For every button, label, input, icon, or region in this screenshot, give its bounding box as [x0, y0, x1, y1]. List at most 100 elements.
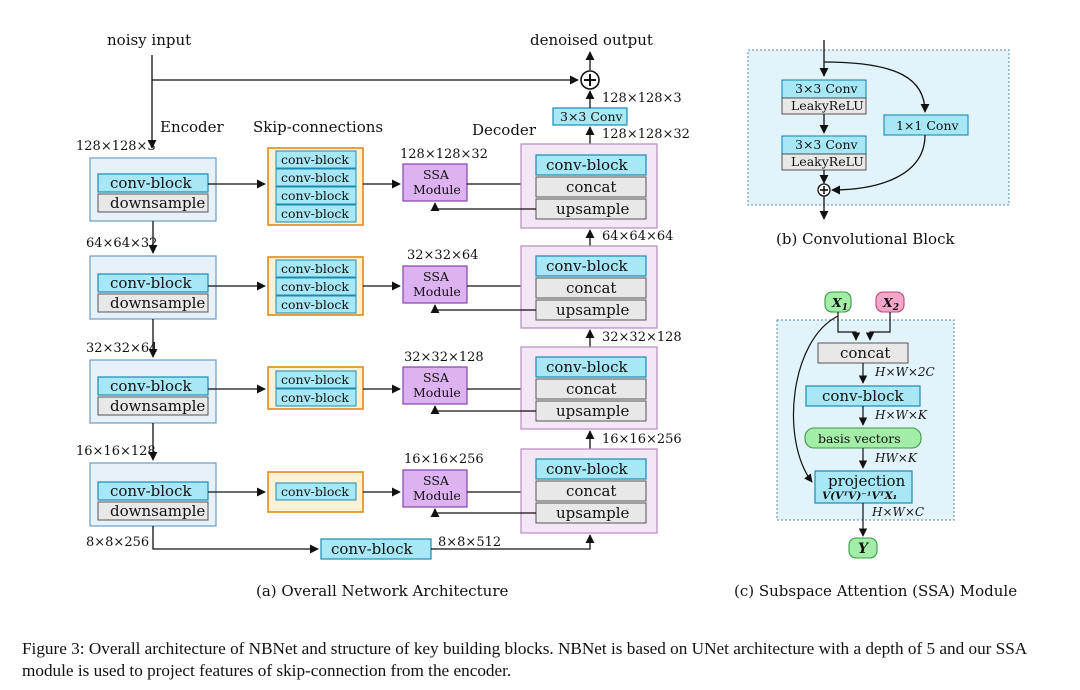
ssa-x2-label: X2 — [882, 295, 899, 313]
level-3: conv-block downsample conv-block conv-bl… — [89, 329, 682, 461]
panel-a-network-architecture: noisy input denoised output Encoder Skip… — [76, 31, 690, 600]
dec4-feedback-arrow — [430, 508, 536, 518]
ssa-module-4 — [402, 469, 468, 508]
ssa-x2-to-concat — [865, 312, 891, 341]
enc4-downsample-label: downsample — [110, 502, 205, 520]
dim-ssa1: 128×128×32 — [400, 147, 488, 162]
skip3-block-b — [275, 388, 357, 407]
ssa-module-3 — [402, 366, 468, 405]
ssa2-line1: SSA — [423, 269, 450, 284]
caption-b: (b) Convolutional Block — [776, 230, 955, 248]
dim-bottleneck-out: 8×8×512 — [438, 535, 501, 550]
enc1-downsample-label: downsample — [110, 194, 205, 212]
skip1-block-b — [275, 168, 357, 187]
ssa-basis-label: basis vectors — [818, 431, 901, 446]
ssa-x1-skip-to-projection — [792, 315, 839, 483]
dec2-upsample-label: upsample — [556, 301, 630, 319]
skip1-block-c — [275, 186, 357, 205]
skip1-label-a: conv-block — [281, 152, 349, 167]
dec4-conv-label: conv-block — [546, 460, 628, 478]
ssa-x1-label: X1 — [831, 295, 848, 313]
encoder-label: Encoder — [160, 118, 225, 136]
enc4-downsample — [97, 501, 209, 521]
dec1-conv-block — [535, 154, 647, 176]
dec2-feedback-arrow — [430, 304, 536, 314]
enc3-conv-label: conv-block — [110, 377, 192, 395]
figure-caption: Figure 3: Overall architecture of NBNet … — [22, 639, 1027, 680]
cb-branch-arrow — [823, 61, 930, 113]
ssa4-line2: Module — [413, 488, 461, 503]
dec3-concat — [535, 378, 647, 400]
skip1-label-c: conv-block — [281, 188, 349, 203]
dim-dec-out3: 32×32×128 — [602, 330, 682, 345]
dec1-conv-label: conv-block — [546, 156, 628, 174]
ssa-formula: V(VᵀV)⁻¹VᵀX₁ — [822, 490, 897, 502]
ssa-y-label: Y — [858, 541, 870, 557]
skip4-label-a: conv-block — [281, 484, 349, 499]
dec1-feedback-arrow — [430, 202, 536, 212]
skip1-block-a — [275, 150, 357, 169]
bottleneck-in-arrow — [152, 526, 319, 554]
cb-branch-merge-arrow — [831, 134, 926, 195]
conv-block-panel-bg — [747, 49, 1010, 206]
dim-in: 128×128×3 — [76, 139, 156, 154]
dec4-concat — [535, 480, 647, 502]
ssa-projection-label: projection — [828, 472, 906, 490]
bottleneck: conv-block 8×8×512 — [152, 526, 595, 560]
ssa-dim4: H×W×C — [871, 505, 924, 519]
panel-c-ssa-module: X1 X2 concat H×W×2C conv-block H×W×K bas… — [734, 291, 1017, 600]
cb-conv1x1 — [883, 114, 969, 136]
dec1-concat — [535, 176, 647, 198]
dec3-concat-label: concat — [566, 380, 616, 398]
caption-a: (a) Overall Network Architecture — [256, 582, 508, 600]
ssa1-line2: Module — [413, 182, 461, 197]
ssa-dim1: H×W×2C — [874, 365, 935, 379]
dim-ssa2: 32×32×64 — [407, 248, 478, 263]
cb-leaky-1-label: LeakyReLU — [791, 98, 864, 113]
skip2-label-c: conv-block — [281, 297, 349, 312]
final-conv-label: 3×3 Conv — [560, 109, 623, 124]
ssa3-line1: SSA — [423, 370, 450, 385]
enc4-conv-block — [97, 481, 209, 501]
dim-dec-out4: 16×16×256 — [602, 432, 682, 447]
dim-final: 128×128×3 — [602, 91, 682, 106]
enc3-downsample — [97, 396, 209, 416]
caption-c: (c) Subspace Attention (SSA) Module — [734, 582, 1017, 600]
dim-enc3: 16×16×128 — [76, 444, 156, 459]
ssa2-line2: Module — [413, 284, 461, 299]
skip3-block-a — [275, 370, 357, 389]
dec1-upsample-label: upsample — [556, 200, 630, 218]
dec2-concat-label: concat — [566, 279, 616, 297]
ssa4-line1: SSA — [423, 473, 450, 488]
enc4-conv-label: conv-block — [110, 482, 192, 500]
enc1-conv-label: conv-block — [110, 174, 192, 192]
dec3-feedback-arrow — [430, 405, 536, 415]
cb-conv3x3-1-label: 3×3 Conv — [795, 81, 858, 96]
enc3-conv-block — [97, 376, 209, 396]
panel-b-conv-block: 3×3 Conv LeakyReLU 3×3 Conv LeakyReLU 1×… — [747, 40, 1010, 248]
ssa-conv-label: conv-block — [822, 387, 904, 405]
ssa-module-2 — [402, 265, 468, 304]
cb-leaky-2-label: LeakyReLU — [791, 154, 864, 169]
skip2-label-a: conv-block — [281, 261, 349, 276]
enc2-downsample-label: downsample — [110, 294, 205, 312]
ssa-module-1 — [402, 163, 468, 202]
enc2-conv-block — [97, 273, 209, 293]
level-1: conv-block downsample conv-block conv-bl… — [89, 143, 658, 254]
cb-conv3x3-2-label: 3×3 Conv — [795, 137, 858, 152]
dec4-concat-label: concat — [566, 482, 616, 500]
level-2: conv-block downsample conv-block conv-bl… — [89, 229, 673, 358]
dim-ssa3: 32×32×128 — [404, 350, 484, 365]
ssa3-line2: Module — [413, 385, 461, 400]
dec4-conv-block — [535, 458, 647, 480]
skip2-block-a — [275, 259, 357, 278]
skip-connections-label: Skip-connections — [253, 118, 383, 136]
noisy-input-label: noisy input — [107, 31, 191, 49]
enc1-conv-block — [97, 173, 209, 193]
ssa-projection-box — [814, 470, 913, 504]
skip4-block-a — [275, 482, 357, 501]
skip1-block-d — [275, 204, 357, 223]
bottleneck-out-arrow — [431, 534, 595, 550]
level-4: conv-block downsample conv-block 16×16×2… — [89, 430, 682, 534]
skip1-label-b: conv-block — [281, 170, 349, 185]
